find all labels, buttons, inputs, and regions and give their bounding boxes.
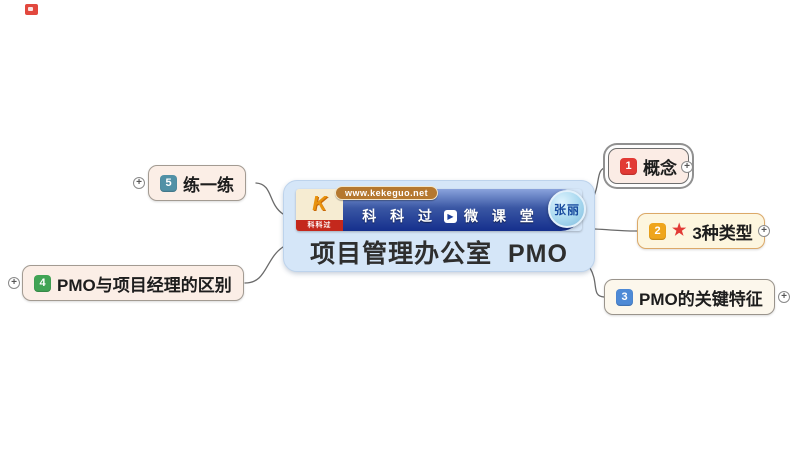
number-badge-5: 5 bbox=[160, 174, 177, 192]
star-icon: ★ bbox=[672, 222, 687, 239]
kekeguo-logo-caption: 科科过 bbox=[296, 220, 343, 231]
number-badge-3: 3 bbox=[616, 288, 633, 306]
branch-concept[interactable]: 1 概念 bbox=[608, 148, 689, 184]
connector-types bbox=[594, 228, 638, 232]
central-topic-title: 项目管理办公室 PMO bbox=[310, 240, 568, 268]
brand-text-right: 微 课 堂 bbox=[464, 208, 539, 224]
course-banner: K 科科过 www.kekeguo.net 科 科 过 ▶ 微 课 堂 张丽 bbox=[296, 186, 586, 231]
presenter-avatar: 张丽 bbox=[548, 190, 586, 228]
number-badge-4: 4 bbox=[34, 274, 51, 292]
banner-blue-band: www.kekeguo.net 科 科 过 ▶ 微 课 堂 张丽 bbox=[335, 186, 586, 231]
connector-practice bbox=[255, 182, 284, 215]
expand-handle-key-features[interactable]: + bbox=[778, 291, 790, 303]
expand-handle-three-types[interactable]: + bbox=[758, 225, 770, 237]
brand-text-left: 科 科 过 bbox=[362, 208, 437, 224]
expand-handle-practice[interactable]: + bbox=[133, 177, 145, 189]
expand-handle-pmo-vs-pm[interactable]: + bbox=[8, 277, 20, 289]
branch-practice[interactable]: 5 练一练 bbox=[148, 165, 246, 201]
branch-three-types-label: 3种类型 bbox=[692, 223, 753, 243]
expand-handle-concept[interactable]: + bbox=[681, 161, 693, 173]
number-badge-2: 2 bbox=[649, 222, 666, 240]
number-badge-1: 1 bbox=[620, 157, 637, 175]
branch-concept-label: 概念 bbox=[643, 158, 677, 178]
video-icon: ▶ bbox=[444, 209, 457, 223]
kekeguo-logo-glyph-icon: K bbox=[312, 193, 327, 215]
branch-pmo-vs-pm[interactable]: 4 PMO与项目经理的区别 bbox=[22, 265, 244, 301]
connector-features bbox=[589, 267, 605, 298]
kekeguo-logo: K 科科过 bbox=[296, 189, 343, 231]
central-topic[interactable]: K 科科过 www.kekeguo.net 科 科 过 ▶ 微 课 堂 张丽 项… bbox=[283, 180, 595, 272]
corner-mark-icon bbox=[25, 4, 38, 15]
branch-key-features-label: PMO的关键特征 bbox=[639, 289, 763, 309]
branch-three-types[interactable]: 2 ★ 3种类型 bbox=[637, 213, 765, 249]
connector-diff bbox=[244, 246, 284, 284]
website-pill: www.kekeguo.net bbox=[335, 186, 439, 200]
branch-practice-label: 练一练 bbox=[183, 175, 234, 195]
brand-title: 科 科 过 ▶ 微 课 堂 bbox=[362, 206, 539, 226]
branch-key-features[interactable]: 3 PMO的关键特征 bbox=[604, 279, 775, 315]
branch-pmo-vs-pm-label: PMO与项目经理的区别 bbox=[57, 275, 232, 295]
